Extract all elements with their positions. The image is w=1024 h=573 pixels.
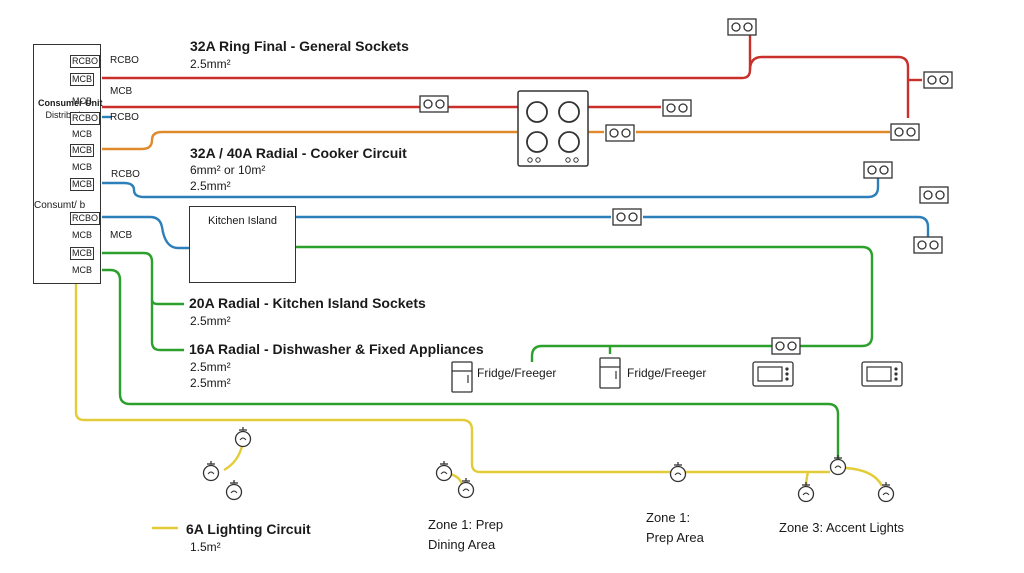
cooker-circuit-wiring	[102, 130, 890, 151]
outer-label-rcbo-2: RCBO	[110, 112, 139, 123]
fridge-freezer-icon	[599, 357, 621, 389]
zone-a-line-2: Dining Area	[428, 537, 496, 552]
fridge-freezer-label-1: Fridge/Freeger	[477, 366, 557, 380]
outer-label-mcb-1: MCB	[110, 86, 133, 97]
breaker-3: MCB	[72, 96, 92, 106]
zone-a-line-1: Zone 1: Prep	[428, 517, 504, 532]
dishwasher-cable-2: 2.5mm²	[190, 376, 231, 390]
double-socket-icon	[771, 337, 801, 355]
island-sockets-title: 20A Radial - Kitchen Island Sockets	[189, 295, 426, 311]
ring-final-title: 32A Ring Final - General Sockets	[190, 38, 409, 54]
cooker-cable-2: 2.5mm²	[190, 179, 231, 193]
cooker-cable-1: 6mm² or 10m²	[190, 163, 266, 177]
kitchen-island-label: Kitchen Island	[207, 215, 278, 227]
island-sockets-wiring	[102, 115, 930, 250]
kitchen-island	[189, 206, 296, 283]
zone-c-label: Zone 3: Accent Lights	[779, 520, 905, 535]
breaker-8: MCB	[70, 178, 94, 191]
breaker-1: RCBO	[70, 55, 101, 68]
cooker-hob-icon	[517, 90, 589, 167]
zone-a-label: Zone 1: Prep Dining Area	[428, 515, 503, 555]
zone-b-line-2: Prep Area	[646, 530, 704, 545]
breaker-2: MCB	[70, 73, 94, 86]
breaker-12: MCB	[72, 265, 92, 275]
outer-label-mcb-2: MCB	[110, 230, 133, 241]
dishwasher-circuit-title: 16A Radial - Dishwasher & Fixed Applianc…	[189, 341, 484, 357]
ceiling-light-icon	[797, 481, 815, 503]
breaker-11: MCB	[70, 247, 94, 260]
fridge-freezer-icon	[451, 361, 473, 393]
breaker-6: MCB	[70, 144, 94, 157]
zone-b-label: Zone 1: Prep Area	[646, 508, 704, 548]
microwave-icon	[752, 361, 794, 387]
outer-label-rcbo-3: RCBO	[111, 169, 140, 180]
ceiling-light-icon	[225, 479, 243, 501]
ceiling-light-icon	[435, 460, 453, 482]
double-socket-icon	[923, 71, 953, 89]
double-socket-icon	[919, 186, 949, 204]
dishwasher-cable-1: 2.5mm²	[190, 360, 231, 374]
consumer-unit-header-1: Consumer Unit	[38, 98, 103, 108]
cooker-circuit-title: 32A / 40A Radial - Cooker Circuit	[190, 145, 407, 161]
consumer-unit-header-2: Distribution	[45, 110, 91, 120]
ring-final-cable: 2.5mm²	[190, 57, 231, 71]
dishwasher-circuit-wiring	[102, 245, 874, 460]
breaker-9: RCBO	[70, 212, 101, 225]
ceiling-light-icon	[202, 460, 220, 482]
microwave-icon	[861, 361, 903, 387]
double-socket-icon	[890, 123, 920, 141]
breaker-10: MCB	[72, 230, 92, 240]
fridge-freezer-label-2: Fridge/Freeger	[627, 366, 707, 380]
breaker-5: MCB	[72, 129, 92, 139]
breaker-7: MCB	[72, 162, 92, 172]
island-sockets-cable: 2.5mm²	[190, 314, 231, 328]
lighting-circuit-cable: 1.5m²	[190, 540, 221, 554]
double-socket-icon	[612, 208, 642, 226]
double-socket-icon	[419, 95, 449, 113]
consumer-unit-mid-label: Consumt/ b	[34, 200, 86, 211]
double-socket-icon	[605, 124, 635, 142]
double-socket-icon	[863, 161, 893, 179]
outer-label-rcbo-1: RCBO	[110, 55, 139, 66]
breaker-4: RCBO	[70, 112, 101, 125]
ceiling-light-icon	[669, 461, 687, 483]
ceiling-light-icon	[234, 426, 252, 448]
lighting-circuit-title: 6A Lighting Circuit	[186, 521, 311, 537]
zone-b-line-1: Zone 1:	[646, 510, 691, 525]
ceiling-light-icon	[829, 454, 847, 476]
double-socket-icon	[913, 236, 943, 254]
double-socket-icon	[662, 99, 692, 117]
double-socket-icon	[727, 18, 757, 36]
